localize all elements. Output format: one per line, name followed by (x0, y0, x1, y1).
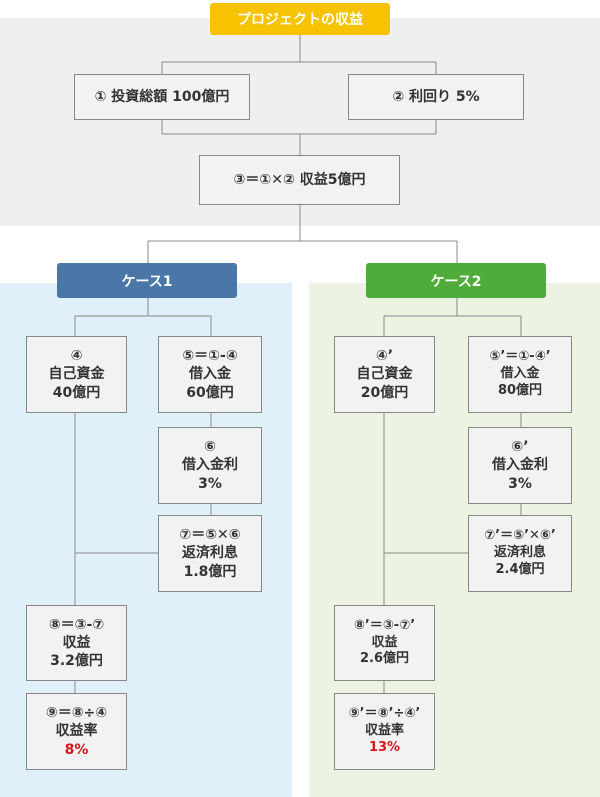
case1-interest-value: 1.8億円 (183, 563, 237, 580)
revenue-text: ③＝①✕② 収益5億円 (233, 171, 366, 188)
case2-ratio-box: ⑨’＝⑧’÷④’ 収益率 13% (334, 693, 435, 770)
case2-interest-id: ⑦’＝⑤’✕⑥’ (484, 528, 556, 544)
case1-header: ケース1 (57, 263, 237, 298)
case1-interest-label: 返済利息 (182, 545, 238, 562)
case1-equity-id: ④ (70, 348, 83, 365)
case1-ratio-id: ⑨＝⑧÷④ (45, 705, 108, 722)
case2-loan-value: 80億円 (497, 382, 543, 398)
case2-profit-label: 収益 (371, 634, 398, 650)
case2-rate-value: 3% (508, 475, 532, 492)
case2-interest-label: 返済利息 (493, 545, 546, 561)
case1-ratio-box: ⑨＝⑧÷④ 収益率 8% (26, 693, 127, 770)
case1-equity-value: 40億円 (52, 384, 101, 401)
case1-loan-label: 借入金 (189, 366, 231, 383)
case1-ratio-value: 8% (64, 741, 89, 758)
case2-equity-value: 20億円 (360, 384, 409, 401)
case1-loan-box: ⑤＝①-④ 借入金 60億円 (158, 336, 262, 413)
case1-rate-value: 3% (198, 475, 222, 492)
case2-loan-id: ⑤’＝①-④’ (489, 349, 551, 365)
case1-loan-id: ⑤＝①-④ (182, 348, 238, 365)
case1-interest-box: ⑦＝⑤✕⑥ 返済利息 1.8億円 (158, 515, 262, 592)
case2-rate-id: ⑥’ (511, 439, 529, 456)
case1-profit-label: 収益 (62, 634, 91, 651)
case2-equity-label: 自己資金 (356, 366, 413, 383)
case2-loan-box: ⑤’＝①-④’ 借入金 80億円 (468, 336, 572, 413)
case1-profit-box: ⑧＝③-⑦ 収益 3.2億円 (26, 605, 127, 681)
case1-rate-id: ⑥ (204, 439, 216, 456)
case1-interest-id: ⑦＝⑤✕⑥ (179, 527, 241, 544)
case1-ratio-label: 収益率 (55, 723, 98, 740)
case1-header-text: ケース1 (121, 273, 173, 290)
case2-profit-box: ⑧’＝③-⑦’ 収益 2.6億円 (334, 605, 435, 681)
case2-rate-box: ⑥’ 借入金利 3% (468, 427, 572, 504)
investment-box: ① 投資総額 100億円 (74, 74, 250, 120)
case1-loan-value: 60億円 (186, 384, 234, 401)
yield-box: ② 利回り 5% (348, 74, 524, 120)
case2-header-text: ケース2 (430, 273, 482, 290)
investment-text: ① 投資総額 100億円 (94, 88, 230, 105)
case1-rate-box: ⑥ 借入金利 3% (158, 427, 262, 504)
case2-rate-label: 借入金利 (492, 457, 548, 474)
case2-loan-label: 借入金 (500, 366, 540, 382)
case1-profit-value: 3.2億円 (50, 653, 103, 670)
case2-interest-value: 2.4億円 (495, 561, 545, 577)
case2-ratio-label: 収益率 (364, 723, 404, 739)
title-box: プロジェクトの収益 (210, 3, 390, 35)
yield-text: ② 利回り 5% (392, 88, 480, 105)
case1-profit-id: ⑧＝③-⑦ (48, 616, 105, 633)
case1-equity-box: ④ 自己資金 40億円 (26, 336, 127, 413)
revenue-box: ③＝①✕② 収益5億円 (199, 155, 400, 205)
case2-header: ケース2 (366, 263, 546, 298)
case2-ratio-value: 13% (368, 739, 401, 755)
case2-profit-value: 2.6億円 (359, 651, 410, 667)
case2-ratio-id: ⑨’＝⑧’÷④’ (348, 706, 421, 722)
case1-rate-label: 借入金利 (182, 457, 238, 474)
title-text: プロジェクトの収益 (237, 12, 363, 28)
case2-interest-box: ⑦’＝⑤’✕⑥’ 返済利息 2.4億円 (468, 515, 572, 592)
case2-equity-box: ④’ 自己資金 20億円 (334, 336, 435, 413)
case2-equity-id: ④’ (375, 348, 394, 365)
case1-equity-label: 自己資金 (48, 366, 105, 383)
case2-profit-id: ⑧’＝③-⑦’ (353, 617, 416, 633)
